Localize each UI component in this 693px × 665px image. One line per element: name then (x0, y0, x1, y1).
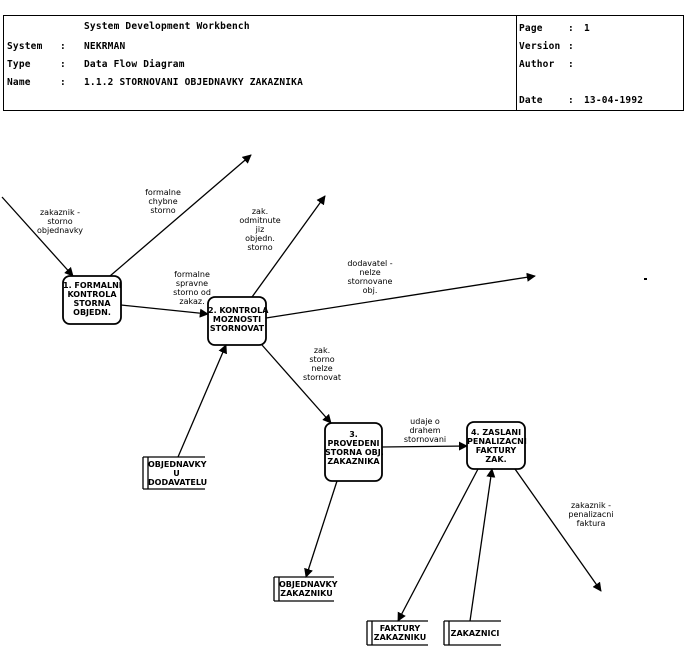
flow-store4-to-p4 (469, 468, 496, 622)
date-value: 13-04-1992 (584, 95, 644, 106)
type-value: Data Flow Diagram (84, 59, 185, 70)
data-store-1 (142, 456, 205, 490)
store-4-label: ZAKAZNICI (450, 629, 500, 638)
data-store-2 (273, 576, 334, 602)
process-1-box (62, 275, 122, 325)
system-label: System (7, 41, 43, 52)
process-2-box (207, 296, 267, 346)
flow-p2-out-supplier (265, 272, 536, 319)
name-label: Name (7, 77, 31, 88)
flow-external-to-p1 (1, 196, 74, 277)
process-3-box (324, 422, 383, 482)
flow-p1-to-p2 (120, 304, 209, 318)
flow-p1-out-error (109, 154, 252, 277)
title-block (3, 15, 684, 111)
flow-p2-out-rejected (251, 195, 326, 298)
flow-p3-to-p4 (381, 441, 468, 451)
workbench-title: System Development Workbench (84, 21, 250, 32)
flow-store1-to-p2 (177, 344, 227, 458)
flow-p3-to-store2 (304, 480, 338, 578)
version-label: Version (519, 41, 561, 52)
data-store-4 (443, 620, 501, 646)
stray-mark (644, 278, 647, 280)
flow-p4-to-store3 (397, 468, 479, 622)
data-store-3 (366, 620, 428, 646)
type-sep: : (60, 59, 66, 70)
flow-p4-out-invoice (514, 468, 602, 592)
page-value: 1 (584, 23, 590, 34)
date-sep: : (568, 95, 574, 106)
author-label: Author (519, 59, 555, 70)
page-label: Page (519, 23, 543, 34)
system-sep: : (60, 41, 66, 52)
system-value: NEKRMAN (84, 41, 126, 52)
version-sep: : (568, 41, 574, 52)
title-block-divider (516, 16, 517, 110)
date-label: Date (519, 95, 543, 106)
name-sep: : (60, 77, 66, 88)
flow-p2-to-p3 (261, 344, 332, 424)
type-label: Type (7, 59, 31, 70)
page-sep: : (568, 23, 574, 34)
name-value: 1.1.2 STORNOVANI OBJEDNAVKY ZAKAZNIKA (84, 77, 304, 88)
author-sep: : (568, 59, 574, 70)
